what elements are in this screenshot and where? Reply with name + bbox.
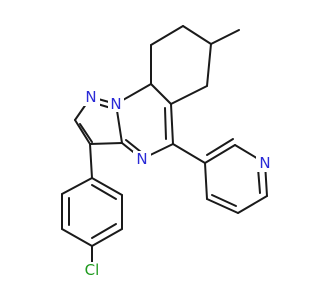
bond-lines bbox=[61, 25, 268, 263]
bond bbox=[74, 119, 91, 145]
bond bbox=[91, 228, 123, 247]
bond bbox=[206, 198, 239, 214]
bond bbox=[61, 177, 93, 195]
label-background bbox=[108, 96, 124, 112]
bond bbox=[237, 195, 268, 214]
bond bbox=[170, 85, 208, 105]
bond bbox=[79, 123, 93, 143]
chemical-structure: N N N N Cl bbox=[61, 25, 274, 279]
label-background bbox=[82, 89, 100, 106]
bond bbox=[61, 228, 93, 247]
pyridine-nitrogen-label: N bbox=[259, 154, 270, 172]
bond bbox=[204, 144, 236, 164]
bond bbox=[150, 25, 184, 46]
bond bbox=[182, 25, 212, 45]
bond bbox=[125, 139, 142, 153]
bond bbox=[91, 223, 117, 239]
bond bbox=[89, 143, 93, 179]
atom-labels: N N N N Cl bbox=[80, 88, 274, 279]
bond bbox=[206, 43, 212, 87]
chlorine-label: Cl bbox=[85, 261, 100, 279]
label-background bbox=[133, 151, 151, 168]
bond bbox=[206, 138, 234, 156]
label-background bbox=[256, 155, 274, 172]
bridgehead-nitrogen-label: N bbox=[110, 95, 121, 113]
label-background bbox=[80, 262, 105, 279]
bond bbox=[89, 142, 123, 145]
bond bbox=[91, 184, 117, 200]
bond bbox=[210, 29, 240, 45]
bond bbox=[257, 167, 261, 194]
bond bbox=[150, 83, 172, 105]
bond bbox=[204, 162, 208, 200]
bond bbox=[91, 177, 123, 196]
bond bbox=[170, 103, 174, 145]
bond bbox=[211, 194, 237, 207]
pyrazole-nitrogen-label: N bbox=[85, 88, 96, 106]
bond bbox=[172, 143, 206, 164]
pyrimidine-nitrogen-label: N bbox=[136, 150, 147, 168]
bond bbox=[164, 107, 167, 140]
